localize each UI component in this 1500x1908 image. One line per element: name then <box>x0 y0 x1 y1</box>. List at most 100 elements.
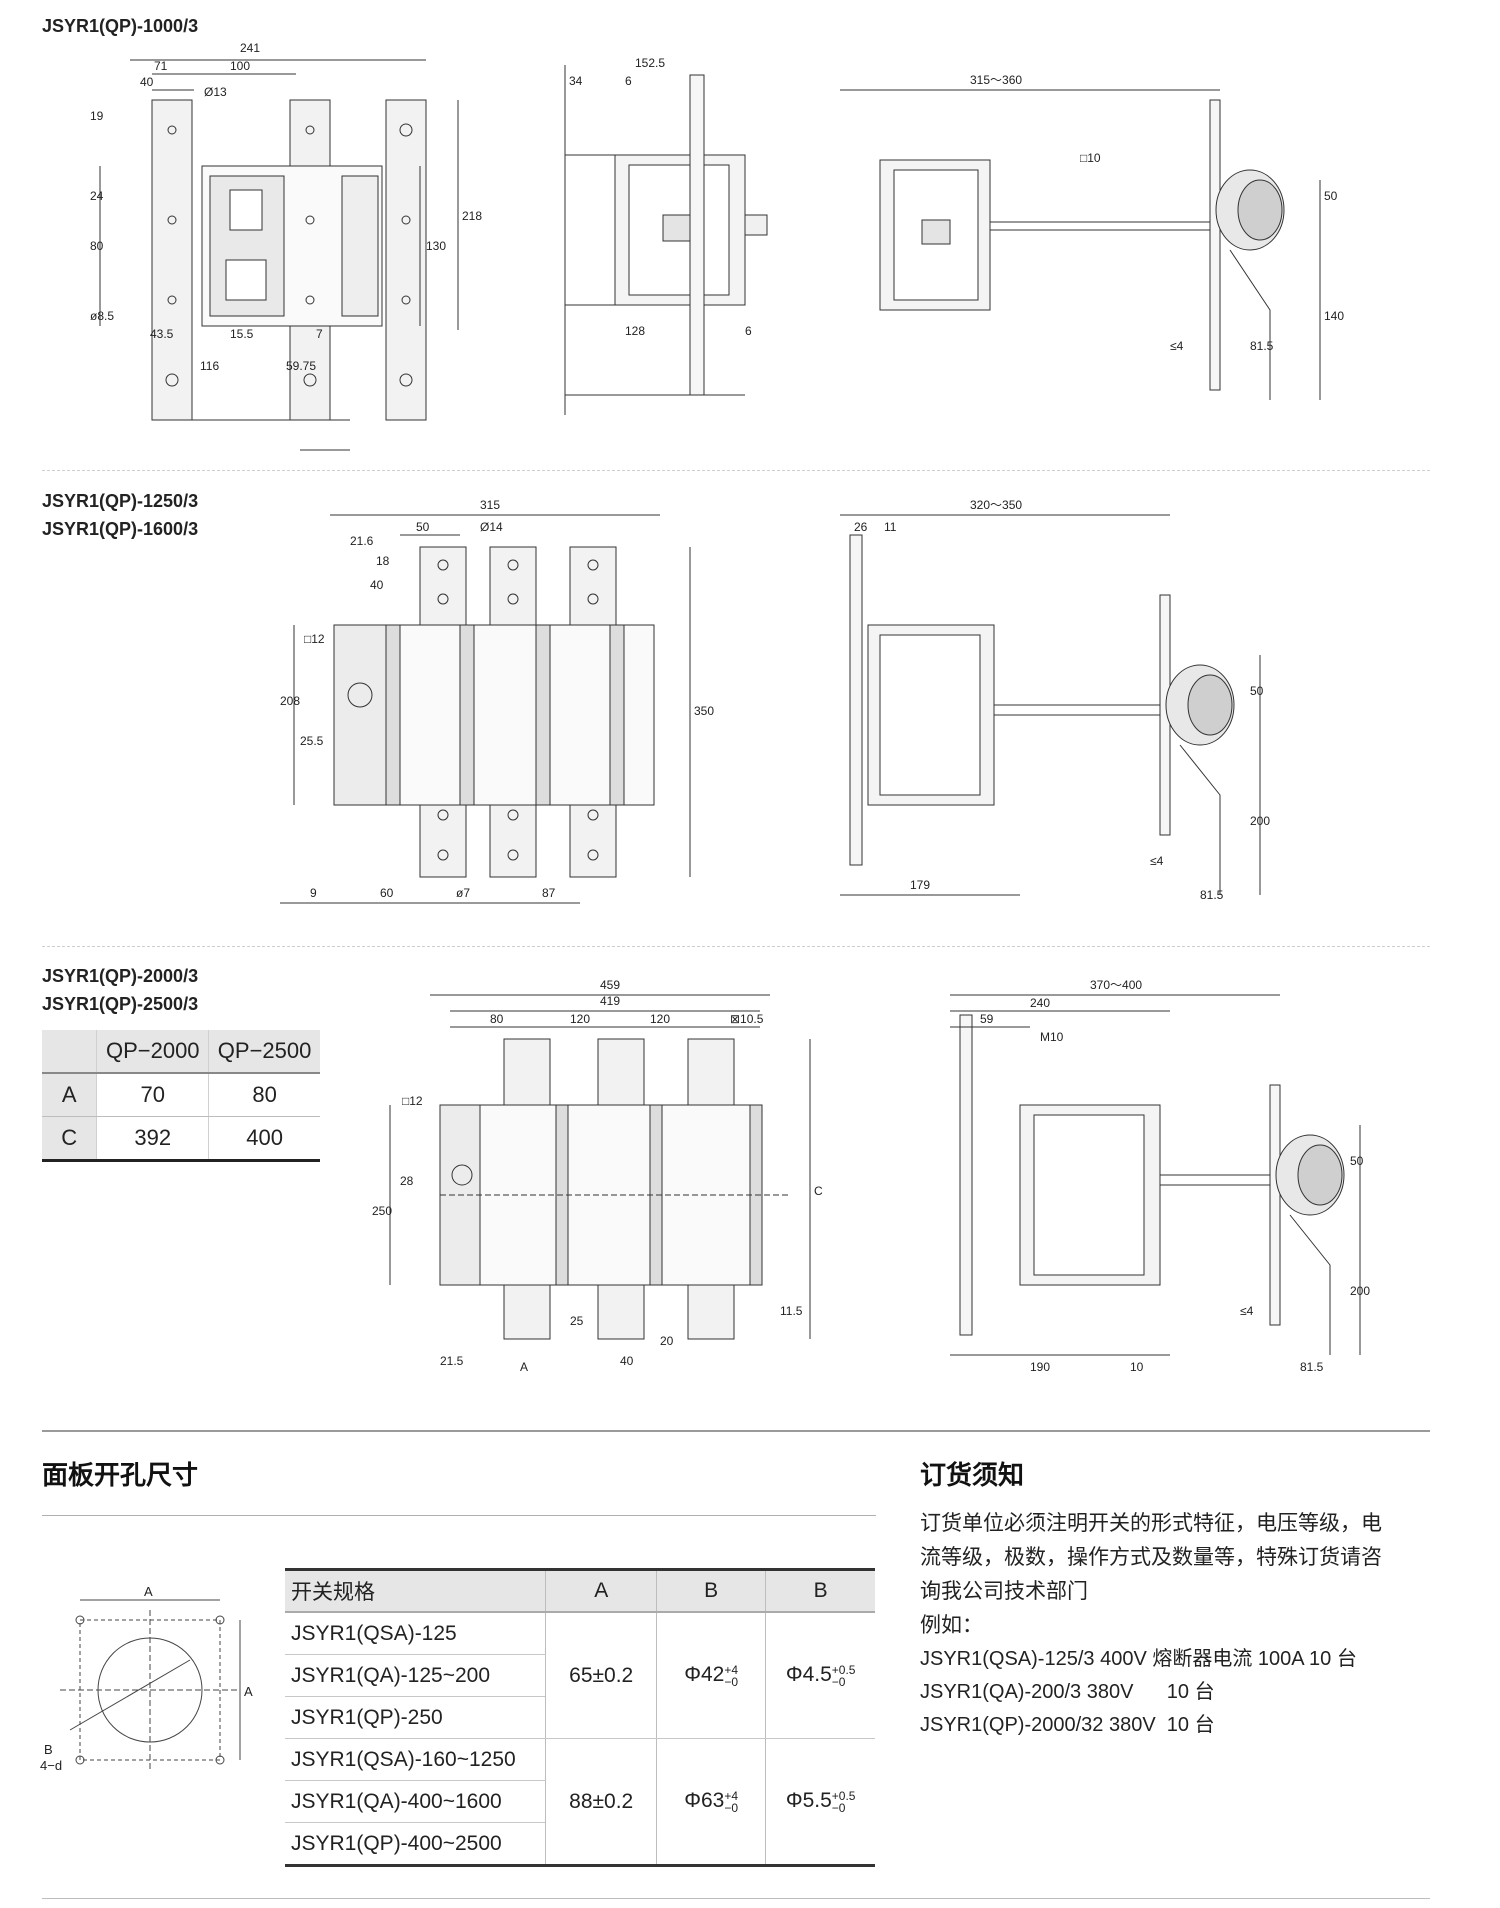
ac-cell-c-2500: 400 <box>208 1116 320 1161</box>
svg-text:116: 116 <box>200 359 219 373</box>
model-title-2000: JSYR1(QP)-2000/3 <box>42 966 199 986</box>
svg-text:240: 240 <box>1030 996 1050 1010</box>
svg-text:128: 128 <box>625 324 645 338</box>
svg-text:ø7: ø7 <box>456 886 470 900</box>
svg-text:152.5: 152.5 <box>635 56 665 70</box>
panel-cutout-diagram: A A B 4−d <box>40 1584 253 1770</box>
svg-text:370～400: 370～400 <box>1090 978 1142 992</box>
svg-text:ø8.5: ø8.5 <box>90 309 114 323</box>
svg-text:A: A <box>520 1360 528 1374</box>
order-line: 流等级，极数，操作方式及数量等，特殊订货请咨 <box>920 1546 1382 1569</box>
svg-text:81.5: 81.5 <box>1250 339 1274 353</box>
spec-d-value: Φ5.5+0.5−0 <box>765 1738 875 1867</box>
spec-model-name: JSYR1(QA)-400~1600 <box>285 1780 546 1823</box>
ac-header-qp2000: QP−2000 <box>96 1030 209 1074</box>
svg-text:50: 50 <box>1350 1154 1364 1168</box>
spec-model-name: JSYR1(QSA)-160~1250 <box>285 1738 546 1781</box>
svg-text:100: 100 <box>230 59 250 73</box>
svg-text:40: 40 <box>620 1354 634 1368</box>
svg-text:419: 419 <box>600 994 620 1008</box>
spec-b-value: Φ63+4−0 <box>655 1738 766 1867</box>
svg-text:9: 9 <box>310 886 317 900</box>
svg-text:80: 80 <box>490 1012 504 1026</box>
svg-text:59: 59 <box>980 1012 994 1026</box>
svg-text:40: 40 <box>140 75 154 89</box>
ac-cell-a-2000: 70 <box>96 1073 209 1117</box>
svg-text:81.5: 81.5 <box>1300 1360 1324 1374</box>
spec-header-model: 开关规格 <box>285 1568 546 1613</box>
order-example: JSYR1(QSA)-125/3 400V 熔断器电流 100A 10 台 <box>920 1648 1357 1670</box>
svg-text:320～350: 320～350 <box>970 498 1022 512</box>
svg-text:11.5: 11.5 <box>780 1304 803 1318</box>
svg-text:25.5: 25.5 <box>300 734 324 748</box>
svg-text:315～360: 315～360 <box>970 73 1022 87</box>
svg-text:200: 200 <box>1250 814 1270 828</box>
spec-header-b2: B <box>765 1568 875 1613</box>
svg-text:□10: □10 <box>1080 151 1101 165</box>
svg-text:80: 80 <box>90 239 104 253</box>
model-title-1250: JSYR1(QP)-1250/3 <box>42 491 199 511</box>
order-example: JSYR1(QA)-200/3 380V 10 台 <box>920 1681 1215 1703</box>
order-example-label: 例如： <box>920 1614 983 1637</box>
svg-text:□12: □12 <box>304 632 325 646</box>
svg-text:130: 130 <box>426 239 446 253</box>
svg-text:21.5: 21.5 <box>440 1354 464 1368</box>
svg-text:C: C <box>814 1184 823 1198</box>
svg-text:20: 20 <box>660 1334 674 1348</box>
svg-text:26: 26 <box>854 520 868 534</box>
ac-cell-c-2000: 392 <box>96 1116 209 1161</box>
svg-text:315: 315 <box>480 498 500 512</box>
svg-text:≤4: ≤4 <box>1240 1304 1254 1318</box>
svg-text:19: 19 <box>90 109 104 123</box>
ac-cell-a-2500: 80 <box>208 1073 320 1117</box>
svg-text:350: 350 <box>694 704 714 718</box>
order-notes-body: 订货单位必须注明开关的形式特征，电压等级，电 流等级，极数，操作方式及数量等，特… <box>920 1507 1440 1742</box>
svg-text:⊠10.5: ⊠10.5 <box>730 1012 764 1026</box>
model-title-1600: JSYR1(QP)-1600/3 <box>42 519 199 539</box>
panel-spec-table: 开关规格 A B B JSYR1(QSA)-125 65±0.2 Φ42+4−0… <box>285 1568 875 1867</box>
svg-text:25: 25 <box>570 1314 584 1328</box>
order-notes-title: 订货须知 <box>920 1460 1025 1490</box>
svg-text:≤4: ≤4 <box>1150 854 1164 868</box>
spec-a-value: 88±0.2 <box>545 1738 657 1867</box>
svg-text:200: 200 <box>1350 1284 1370 1298</box>
svg-text:120: 120 <box>570 1012 590 1026</box>
svg-text:43.5: 43.5 <box>150 327 174 341</box>
ac-header-qp2500: QP−2500 <box>208 1030 320 1074</box>
svg-text:120: 120 <box>650 1012 670 1026</box>
order-line: 询我公司技术部门 <box>920 1580 1088 1603</box>
panel-diagram-label-a-side: A <box>244 1684 253 1699</box>
panel-diagram-label-a-top: A <box>144 1584 153 1599</box>
svg-text:50: 50 <box>1250 684 1264 698</box>
svg-text:≤4: ≤4 <box>1170 339 1184 353</box>
svg-text:179: 179 <box>910 878 930 892</box>
svg-text:60: 60 <box>380 886 394 900</box>
svg-text:□12: □12 <box>402 1094 423 1108</box>
panel-diagram-label-4d: 4−d <box>40 1758 62 1770</box>
svg-text:250: 250 <box>372 1204 392 1218</box>
svg-text:459: 459 <box>600 978 620 992</box>
spec-header-b: B <box>655 1568 766 1613</box>
spec-model-name: JSYR1(QA)-125~200 <box>285 1654 546 1697</box>
svg-text:6: 6 <box>625 74 632 88</box>
svg-text:81.5: 81.5 <box>1200 888 1224 902</box>
svg-text:7: 7 <box>316 327 323 341</box>
panel-diagram-label-b: B <box>44 1742 53 1757</box>
ac-dimension-table: QP−2000 QP−2500 A 70 80 C 392 400 <box>42 1030 320 1162</box>
panel-cutout-title: 面板开孔尺寸 <box>42 1460 199 1490</box>
svg-text:Ø14: Ø14 <box>480 520 503 534</box>
spec-model-name: JSYR1(QP)-250 <box>285 1696 546 1739</box>
svg-text:6: 6 <box>745 324 752 338</box>
svg-text:21.6: 21.6 <box>350 534 374 548</box>
spec-b-value: Φ42+4−0 <box>655 1612 766 1739</box>
svg-text:M10: M10 <box>1040 1030 1064 1044</box>
spec-header-a: A <box>545 1568 657 1613</box>
svg-text:15.5: 15.5 <box>230 327 254 341</box>
svg-text:87: 87 <box>542 886 556 900</box>
svg-text:71: 71 <box>154 59 168 73</box>
